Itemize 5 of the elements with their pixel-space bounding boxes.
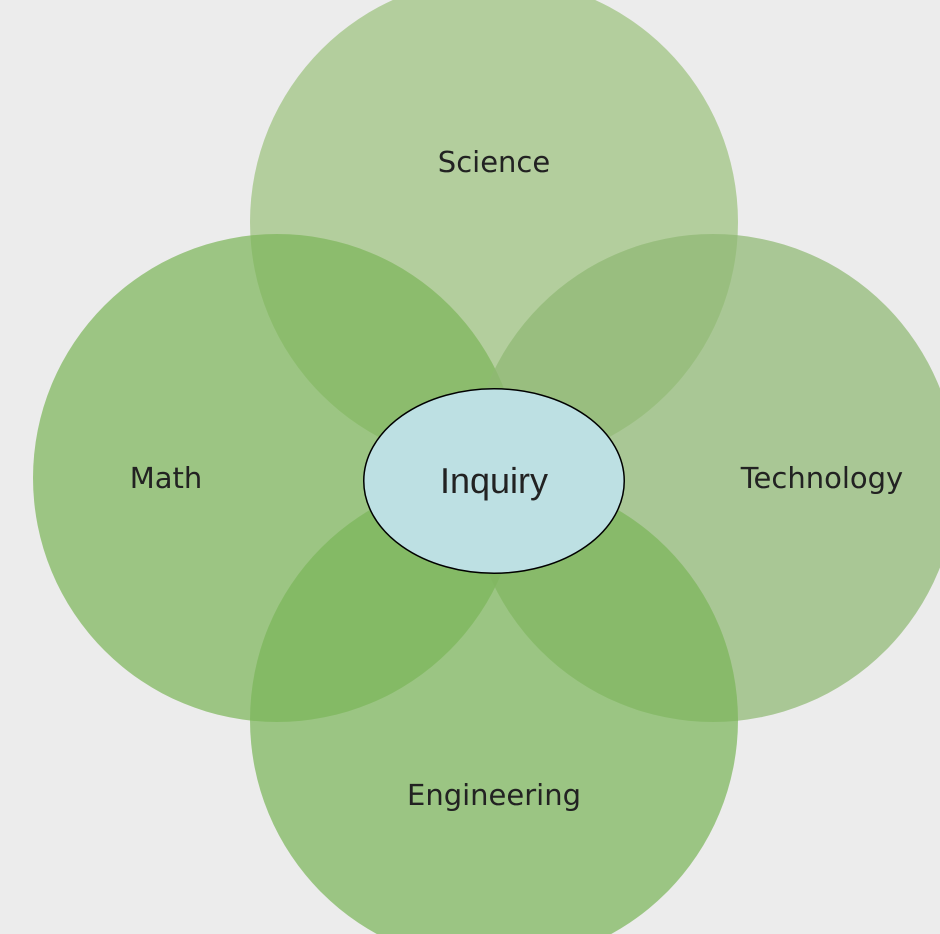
circle-label: Engineering bbox=[407, 778, 581, 812]
circle-label: Technology bbox=[740, 461, 904, 495]
circle-label: Math bbox=[130, 461, 202, 495]
circle-label: Inquiry bbox=[440, 460, 548, 502]
circle-label: Science bbox=[438, 145, 550, 179]
